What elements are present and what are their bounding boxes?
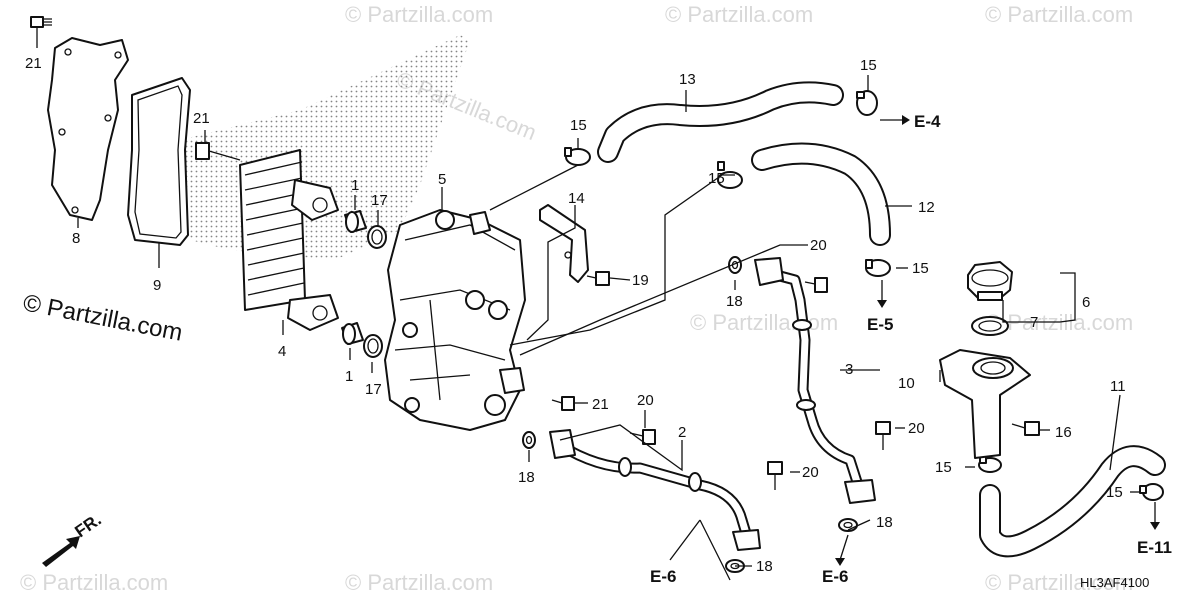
callout-16: 16 (1055, 424, 1072, 441)
bolt-part-20-c (767, 461, 783, 490)
callout-20-b: 20 (637, 392, 654, 409)
o-ring-part-17-b (363, 334, 383, 358)
pipe-part-3 (754, 257, 876, 504)
callout-7: 7 (1030, 314, 1038, 331)
clamp-part-15-c (717, 161, 743, 189)
callout-3: 3 (845, 361, 853, 378)
ref-e4: E-4 (914, 112, 941, 131)
filler-neck-part-10 (939, 349, 1031, 459)
washer-part-18-a (728, 256, 742, 274)
svg-text:FR.: FR. (71, 510, 104, 541)
bolt-part-21-b (195, 142, 241, 161)
callout-15-f: 15 (1106, 484, 1123, 501)
collar-part-1-a (344, 210, 367, 233)
arrow-e11 (1150, 502, 1160, 530)
gasket-part-9 (127, 77, 191, 246)
callout-labels: 21 8 9 21 4 1 17 1 17 5 14 19 15 13 15 1… (25, 55, 1126, 575)
callout-21-c: 21 (592, 396, 609, 413)
bracket-part-14 (539, 204, 589, 283)
o-ring-part-7 (971, 316, 1009, 336)
collar-part-1-b (341, 322, 364, 345)
arrow-e5 (877, 280, 887, 308)
callout-15-b: 15 (860, 57, 877, 74)
svg-text:© Partzilla.com: © Partzilla.com (345, 2, 493, 27)
ref-e6-b: E-6 (822, 567, 848, 586)
callout-18-a: 18 (726, 293, 743, 310)
callout-17-b: 17 (365, 381, 382, 398)
ref-e11: E-11 (1137, 538, 1172, 557)
callout-2: 2 (678, 424, 686, 441)
clamp-part-15-d (865, 259, 891, 277)
cover-plate-part-8 (47, 37, 129, 221)
callout-1-a: 1 (351, 177, 359, 194)
svg-text:© Partzilla.com: © Partzilla.com (985, 570, 1133, 595)
bolt-part-20-a (804, 277, 828, 293)
bolt-part-21-a (30, 16, 52, 28)
callout-18-b: 18 (518, 469, 535, 486)
pipe-part-2 (549, 429, 761, 551)
callout-13: 13 (679, 71, 696, 88)
callout-9: 9 (153, 277, 161, 294)
bolt-part-19 (586, 271, 610, 286)
o-ring-part-17-a (367, 225, 387, 249)
callout-14: 14 (568, 190, 585, 207)
oil-cooler-housing-part-5 (384, 209, 526, 431)
callout-15-d: 15 (912, 260, 929, 277)
svg-text:© Partzilla.com: © Partzilla.com (20, 570, 168, 595)
callout-5: 5 (438, 171, 446, 188)
leader-lines (36, 28, 1140, 567)
arrow-e4 (880, 115, 910, 125)
callout-4: 4 (278, 343, 286, 360)
oil-cooler-part-4 (239, 149, 339, 331)
svg-text:© Partzilla.com: © Partzilla.com (345, 570, 493, 595)
callout-18-c: 18 (876, 514, 893, 531)
bolt-part-16 (1011, 421, 1040, 436)
hose-part-13 (597, 81, 844, 163)
washer-part-18-c (838, 518, 858, 532)
callout-21-b: 21 (193, 110, 210, 127)
diagram-code: HL3AF4100 (1080, 575, 1149, 590)
washer-part-18-b (522, 431, 536, 449)
ref-e5: E-5 (867, 315, 893, 334)
svg-text:© Partzilla.com: © Partzilla.com (985, 2, 1133, 27)
ref-e6-a: E-6 (650, 567, 676, 586)
filler-cap-part-6 (967, 261, 1013, 301)
callout-10: 10 (898, 375, 915, 392)
callout-12: 12 (918, 199, 935, 216)
callout-17-a: 17 (371, 192, 388, 209)
callout-8: 8 (72, 230, 80, 247)
clamp-part-15-f (1139, 483, 1164, 501)
bolt-part-20-d (875, 421, 891, 450)
reference-labels: E-4 E-5 E-6 E-6 E-11 (650, 112, 1172, 586)
clamp-part-15-a (564, 147, 591, 166)
arrow-e6a (669, 519, 731, 581)
callout-21-a: 21 (25, 55, 42, 72)
callout-6: 6 (1082, 294, 1090, 311)
svg-text:© Partzilla.com: © Partzilla.com (690, 310, 838, 335)
callout-15-a: 15 (570, 117, 587, 134)
svg-text:© Partzilla.com: © Partzilla.com (665, 2, 813, 27)
bolt-part-21-c (551, 396, 575, 411)
callout-15-e: 15 (935, 459, 952, 476)
arrow-e6b (835, 534, 849, 566)
clamp-part-15-b (856, 90, 878, 116)
brand-watermark: © Partzilla.com (21, 289, 185, 346)
front-direction-marker: FR. (42, 510, 105, 567)
callout-18-d: 18 (756, 558, 773, 575)
callout-20-d: 20 (908, 420, 925, 437)
callout-11: 11 (1110, 378, 1126, 395)
hose-part-12 (751, 142, 891, 246)
callout-19: 19 (632, 272, 649, 289)
clamp-part-15-e (978, 455, 1002, 473)
callout-15-c: 15 (708, 170, 725, 187)
callout-20-a: 20 (810, 237, 827, 254)
callout-1-b: 1 (345, 368, 353, 385)
callout-20-c: 20 (802, 464, 819, 481)
hose-part-11 (979, 445, 1166, 558)
